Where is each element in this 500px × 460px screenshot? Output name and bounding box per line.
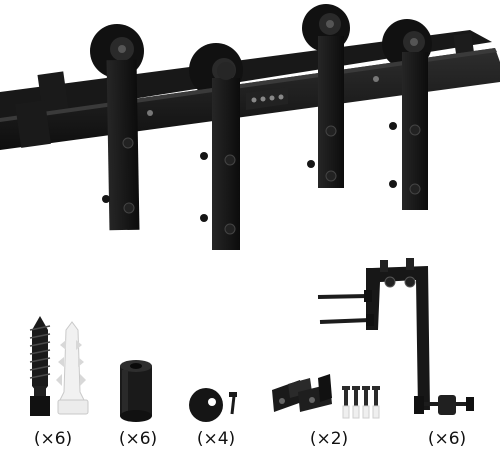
wall-anchor <box>56 321 89 415</box>
hanger-strap-1 <box>102 59 140 231</box>
floor-guide-anchors <box>342 405 380 419</box>
floor-guide-quantity: (×2) <box>309 429 349 449</box>
hanger-strap-4 <box>389 52 428 210</box>
door-stopper-quantity: (×4) <box>196 429 236 449</box>
lag-screw-quantity: (×6) <box>33 429 73 449</box>
rail-end-cap-left <box>37 71 69 113</box>
connector-bolt <box>251 97 257 103</box>
bracket-long-bolts <box>317 290 374 326</box>
bracket-roller-bolt <box>414 395 474 415</box>
connector-bolt <box>269 95 275 101</box>
connector-bolt <box>278 94 284 100</box>
lag-screw-and-anchor <box>29 316 89 416</box>
floor-guide <box>272 374 380 419</box>
hanger-strap-3 <box>307 36 344 188</box>
anti-jump-bracket <box>317 258 474 415</box>
stopper-screw <box>229 392 237 415</box>
door-stopper <box>189 388 237 422</box>
rail-hole <box>373 76 379 82</box>
hanger-strap-2 <box>200 62 240 250</box>
wall-spacer-quantity: (×6) <box>118 429 158 449</box>
lag-screw <box>29 316 51 416</box>
sliding-rail-assembly <box>0 4 500 250</box>
floor-guide-screws <box>342 386 380 410</box>
rail-connector-plate <box>246 87 288 110</box>
wall-spacer <box>120 360 152 422</box>
connector-bolt <box>260 96 266 102</box>
anti-jump-bracket-quantity: (×6) <box>427 429 467 449</box>
rail-hole <box>147 110 153 116</box>
front-rail-end-left <box>15 100 51 148</box>
